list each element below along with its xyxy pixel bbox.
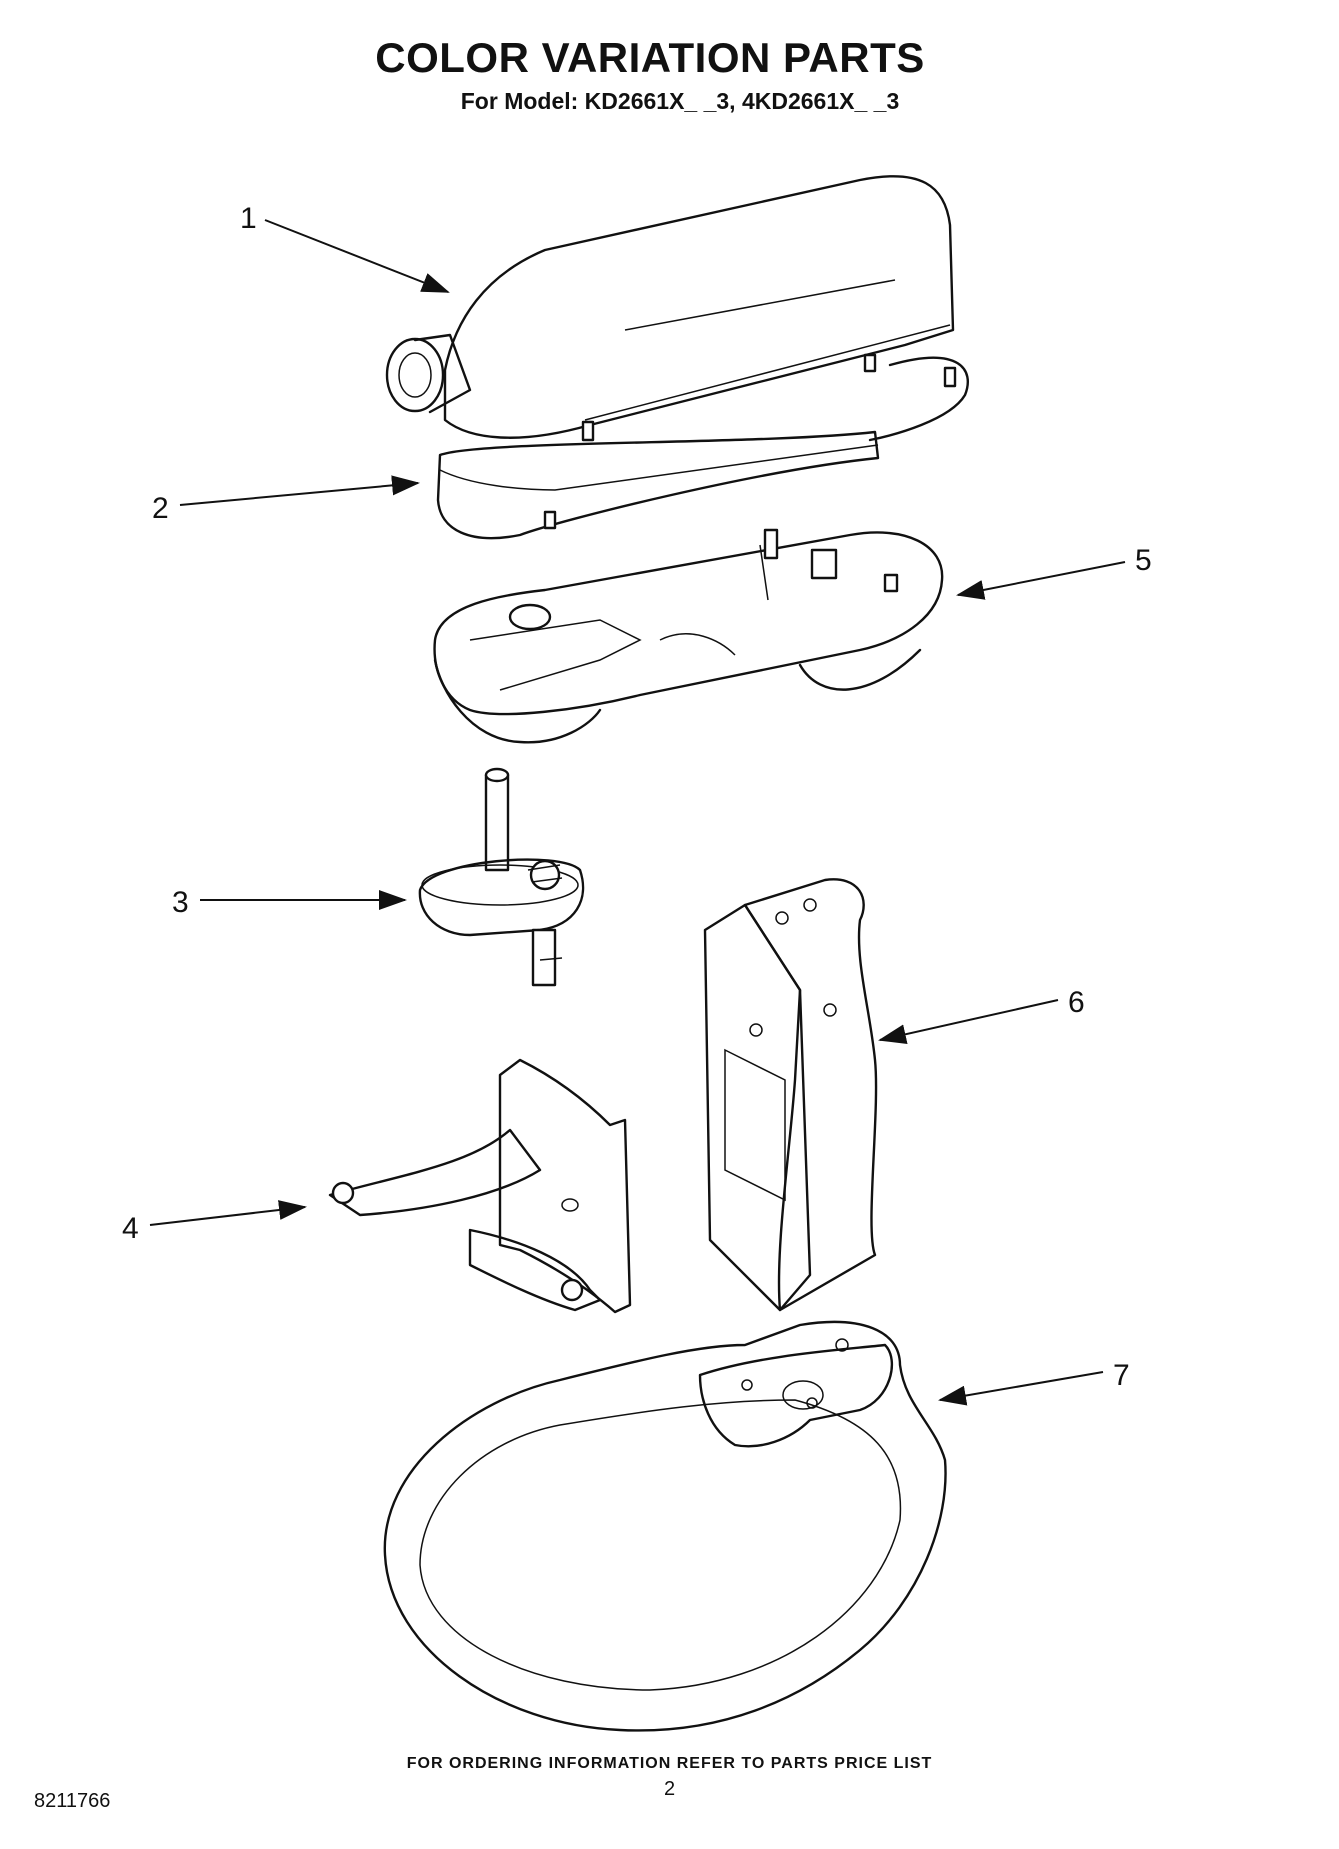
callout-4: 4	[122, 1200, 307, 1245]
svg-text:6: 6	[1068, 986, 1085, 1019]
callout-7: 7	[938, 1359, 1130, 1406]
part-3-planetary-assembly	[418, 767, 585, 987]
part-4-bowl-support	[328, 1058, 632, 1314]
svg-text:7: 7	[1113, 1359, 1130, 1392]
part-6-column	[703, 878, 878, 1312]
callout-5: 5	[956, 544, 1152, 600]
svg-text:4: 4	[122, 1212, 139, 1245]
document-number: 8211766	[34, 1790, 111, 1812]
svg-text:1: 1	[240, 202, 257, 235]
callout-2: 2	[152, 475, 420, 525]
part-1-motor-housing	[385, 175, 969, 442]
model-subtitle: For Model: KD2661X_ _3, 4KD2661X_ _3	[460, 88, 900, 114]
part-7-base	[383, 1320, 947, 1732]
svg-text:5: 5	[1135, 544, 1152, 577]
page-title: COLOR VARIATION PARTS	[375, 34, 925, 81]
svg-text:2: 2	[152, 492, 169, 525]
ordering-note: FOR ORDERING INFORMATION REFER TO PARTS …	[406, 1755, 933, 1772]
page-number: 2	[663, 1778, 676, 1800]
part-5-gear-housing	[433, 528, 944, 744]
callout-6: 6	[878, 986, 1085, 1045]
part-2-trim-band	[436, 430, 880, 540]
callout-1: 1	[240, 202, 450, 293]
svg-text:3: 3	[172, 886, 189, 919]
callout-3: 3	[172, 886, 407, 919]
